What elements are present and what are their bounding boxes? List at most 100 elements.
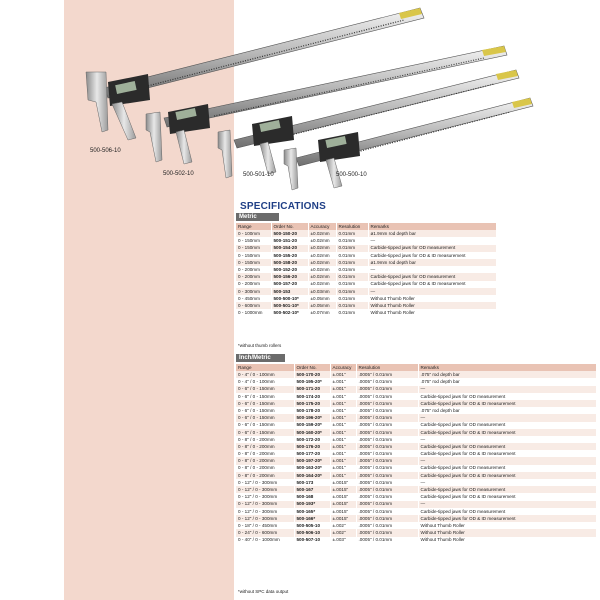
column-header: Remarks [367,223,496,231]
table-cell: Without Thumb Roller [367,294,496,303]
table-cell: 0 - 8" / 0 - 200mm [236,450,294,458]
table-cell: 500-196-20* [293,414,330,422]
table-cell: ø1.9mm rod depth bar [367,230,496,238]
table-cell: 500-197-20* [293,457,330,465]
table-cell: 0 - 8" / 0 - 200mm [236,471,294,479]
table-cell: ±.001" [329,421,356,429]
table-cell: 500-502-10* [270,309,308,317]
table-cell: 500-506-10 [293,529,330,537]
column-header: Range [236,364,294,372]
table-cell: 500-154-20 [270,244,308,252]
table-cell: .0005" / 0.01mm [355,392,418,400]
table-cell: 0.01mm [335,251,368,259]
table-cell: ±.001" [329,371,356,379]
table-cell: ±0.02mm [307,273,336,281]
table-cell: .0005" / 0.01mm [355,464,418,472]
table-cell: 0 - 12" / 0 - 300mm [236,507,294,515]
table-cell: 0 - 6" / 0 - 150mm [236,414,294,422]
table-cell: 0 - 1000mm [236,309,271,317]
table-cell: 0.01mm [335,244,368,252]
table-cell: ±0.03mm [307,287,336,295]
table-cell: .0005" / 0.01mm [355,450,418,458]
table-cell: 0 - 8" / 0 - 200mm [236,457,294,465]
table-cell: 0 - 200mm [236,273,271,281]
table-cell: .0005" / 0.01mm [355,385,418,393]
table-cell: 500-195-20* [293,378,330,386]
table-cell: — [417,457,596,465]
table-cell: 0 - 12" / 0 - 300mm [236,500,294,508]
table-cell: 0 - 12" / 0 - 300mm [236,493,294,501]
table-cell: .075" rod depth bar [417,378,596,386]
table-cell: 500-160-20* [293,428,330,436]
table-cell: Carbide-tipped jaws for OD & ID measurem… [417,450,596,458]
table-cell: ±.002" [329,529,356,537]
table-cell: 0.01mm [335,280,368,288]
table-cell: Carbide-tipped jaws for OD measurement [367,273,496,281]
table-cell: ±0.02mm [307,230,336,238]
table-cell: ±.003" [329,536,356,544]
inch-metric-section-bar: Inch/Metric [236,354,285,362]
table-cell: .0005" / 0.01mm [355,536,418,544]
table-cell: 0 - 8" / 0 - 200mm [236,443,294,451]
table-cell: ±.0015" [329,486,356,494]
table-cell: ±.0015" [329,507,356,515]
table-cell: ±0.02mm [307,244,336,252]
table-cell: Carbide-tipped jaws for OD & ID measurem… [367,280,496,288]
table-cell: ±.001" [329,399,356,408]
caliper-1 [85,7,425,141]
table-cell: .0005" / 0.01mm [355,479,418,487]
table-cell: 0.01mm [335,230,368,238]
calipers-photo [85,7,534,191]
table-cell: .0005" / 0.01mm [355,421,418,429]
table-cell: 0.01mm [335,309,368,317]
table-cell: ±0.02mm [307,251,336,259]
table-cell: 0 - 18" / 0 - 450mm [236,522,294,530]
table-cell: Carbide-tipped jaws for OD measurement [417,443,596,451]
table-cell: 500-174-20 [293,392,330,400]
table-cell: ±.001" [329,414,356,422]
table-cell: 500-193* [293,500,330,508]
column-header: Accuracy [307,223,336,231]
inch-footnote: *without SPC data output [238,589,289,594]
column-header: Range [236,223,271,231]
table-cell: Carbide-tipped jaws for OD measurement [417,392,596,400]
table-cell: Carbide-tipped jaws for OD & ID measurem… [417,514,596,523]
table-cell: 0 - 4" / 0 - 100mm [236,378,294,386]
table-cell: 500-171-20 [293,385,330,393]
table-cell: ±0.02mm [307,266,336,274]
table-cell: .075" rod depth bar [417,407,596,415]
table-cell: 0 - 150mm [236,251,271,259]
caption-500-502-10: 500-502-10 [163,171,194,177]
table-cell: ±0.07mm [307,309,336,317]
table-cell: 0 - 8" / 0 - 200mm [236,464,294,472]
table-cell: .0005" / 0.01mm [355,457,418,465]
table-cell: Carbide-tipped jaws for OD & ID measurem… [367,251,496,259]
table-cell: 0 - 6" / 0 - 150mm [236,399,294,408]
table-cell: 0 - 12" / 0 - 300mm [236,514,294,523]
metric-footnote: *without thumb rollers [238,343,282,348]
table-cell: 0 - 4" / 0 - 100mm [236,371,294,379]
table-cell: .0005" / 0.01mm [355,428,418,436]
table-cell: 0 - 300mm [236,287,271,295]
metric-section-bar: Metric [236,213,279,221]
table-cell: 0.01mm [335,258,368,267]
